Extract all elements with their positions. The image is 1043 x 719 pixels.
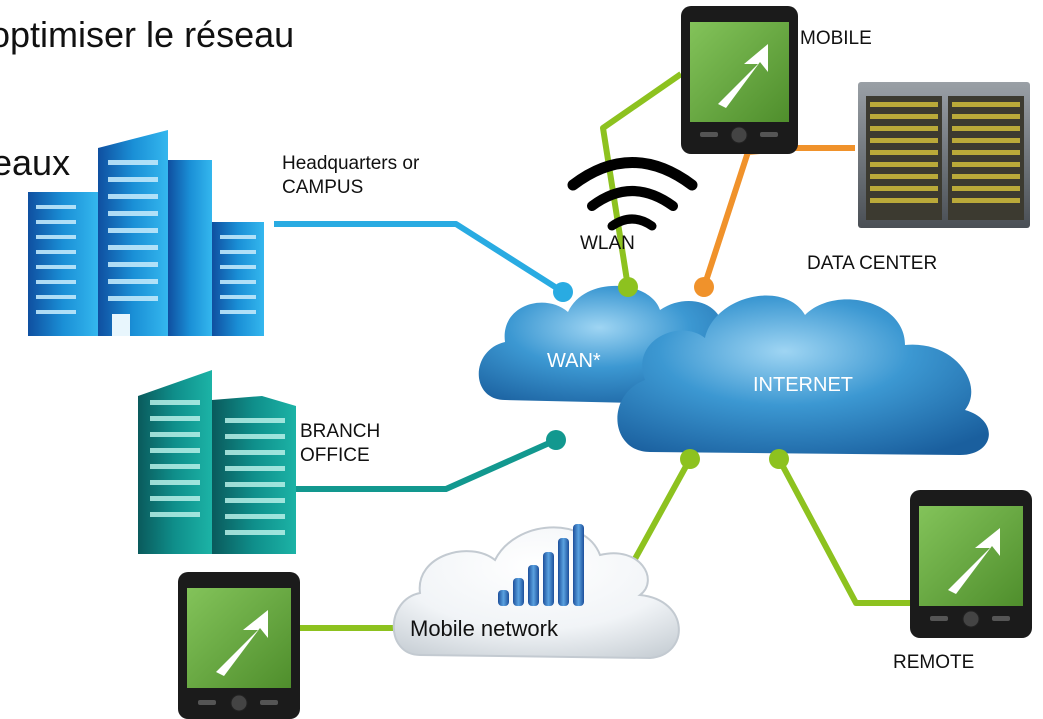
page-title: optimiser le réseau — [0, 14, 295, 55]
internet-cloud-icon — [617, 295, 989, 455]
mobile-label: MOBILE — [800, 28, 872, 49]
datacenter-dot — [694, 277, 714, 297]
remote-label: REMOTE — [893, 652, 975, 673]
page-subtitle: eaux — [0, 142, 71, 183]
data-center-label: DATA CENTER — [807, 253, 938, 274]
mobile-network-label: Mobile network — [410, 616, 558, 641]
internet-right-dot — [769, 449, 789, 469]
branch-link — [296, 437, 558, 492]
headquarters-label: Headquarters or CAMPUS — [282, 153, 420, 198]
mobile-link-top — [600, 71, 683, 288]
hq-link — [274, 221, 565, 295]
server-rack-icon — [858, 82, 1030, 228]
hq-building-icon — [28, 130, 264, 336]
internet-mobile-net-link — [627, 457, 693, 570]
connection-dots — [546, 277, 789, 469]
signal-bars-icon — [498, 524, 584, 606]
wifi-icon — [567, 157, 698, 231]
wlan-dot — [618, 277, 638, 297]
remote-tablet-icon — [910, 490, 1032, 638]
hq-dot — [553, 282, 573, 302]
mobile-tablet-icon — [681, 6, 798, 154]
wlan-label: WLAN — [580, 233, 635, 254]
connection-lines — [274, 71, 915, 631]
internet-left-dot — [680, 449, 700, 469]
remote-link — [776, 457, 915, 606]
branch-dot — [546, 430, 566, 450]
wan-label: WAN* — [547, 350, 601, 372]
branch-building-icon — [138, 370, 296, 554]
branch-office-label: BRANCH OFFICE — [300, 421, 381, 466]
internet-label: INTERNET — [753, 374, 853, 396]
bottom-tablet-icon — [178, 572, 300, 719]
